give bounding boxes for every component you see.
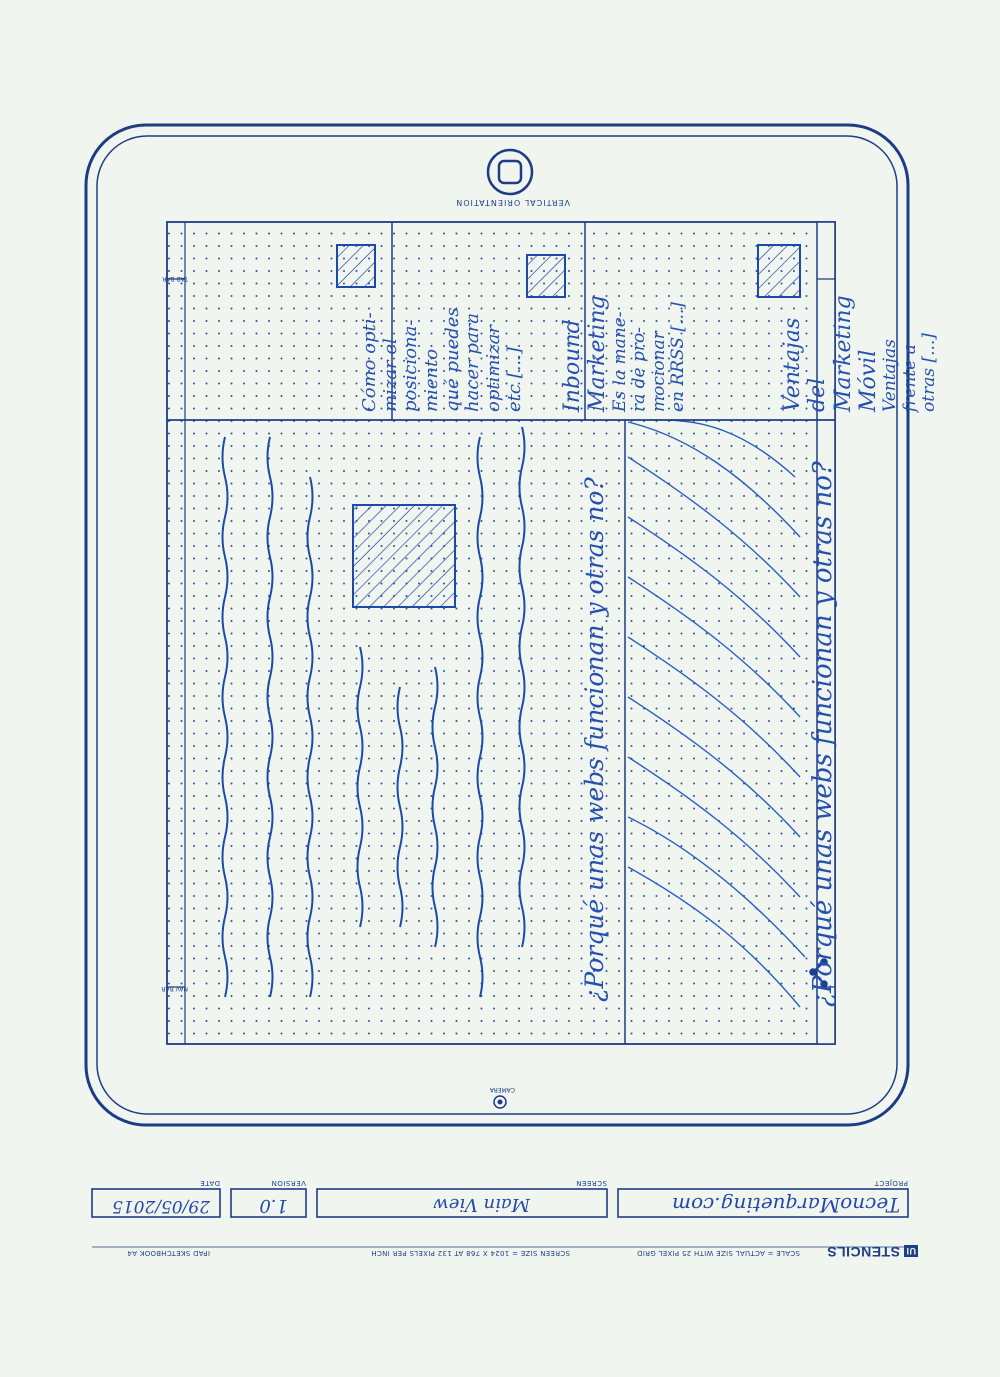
sketchbook-text: IPAD SKETCHBOOK A4 <box>127 1249 210 1257</box>
screen-area <box>166 221 836 1045</box>
ipad-inner-frame <box>96 135 898 1115</box>
side-item-1[interactable]: Ventajas del Marketing Móvil Ventajas fr… <box>780 295 940 412</box>
hero-image <box>627 419 806 1008</box>
nav-bar-strip <box>816 221 836 1045</box>
nav-bar-label: NAV BAR <box>161 985 188 992</box>
date-value: 29/05/2015 <box>112 1196 210 1216</box>
nav-title: ¿Porqué unas webs funcionan y otras no? <box>808 461 838 1007</box>
project-value: TecnoMarqueting.com <box>672 1193 900 1217</box>
side-item-3[interactable]: Cómo opti- mizar el posiciona- miento qu… <box>359 307 525 412</box>
article-text-lines <box>221 426 526 998</box>
side-item-thumb-3 <box>336 244 376 288</box>
screen-value: Main View <box>433 1194 530 1215</box>
article-title: ¿Porqué unas webs funcionan y otras no? <box>580 477 609 1002</box>
share-icon <box>809 958 828 988</box>
project-label: PROJECT <box>874 1179 908 1187</box>
camera-label: CAMERA <box>489 1086 515 1093</box>
camera-icon <box>493 1095 507 1109</box>
date-label: DATE <box>199 1179 220 1187</box>
side-item-thumb-2 <box>526 254 566 298</box>
screen-size-text: SCREEN SIZE = 1024 X 768 AT 132 PIXELS P… <box>371 1249 570 1257</box>
title-block <box>91 1188 909 1248</box>
version-value: 1.0 <box>259 1195 288 1216</box>
version-label: VERSION <box>271 1179 306 1187</box>
ipad-outer-frame <box>84 123 910 1127</box>
article-image <box>352 504 456 608</box>
orientation-label: VERTICAL ORIENTATION <box>455 198 570 207</box>
screen-label: SCREEN <box>575 1179 607 1187</box>
scale-text: SCALE = ACTUAL SIZE WITH 25 PIXEL GRID <box>636 1249 800 1257</box>
side-item-thumb-1 <box>757 244 801 298</box>
home-button-icon <box>486 148 534 196</box>
stencils-logo: UISTENCILS <box>826 1244 918 1260</box>
side-item-2[interactable]: Inbound Marketing Es la mane- ra de pro-… <box>560 295 689 412</box>
tab-bar-label: TAB BAR <box>162 275 188 282</box>
